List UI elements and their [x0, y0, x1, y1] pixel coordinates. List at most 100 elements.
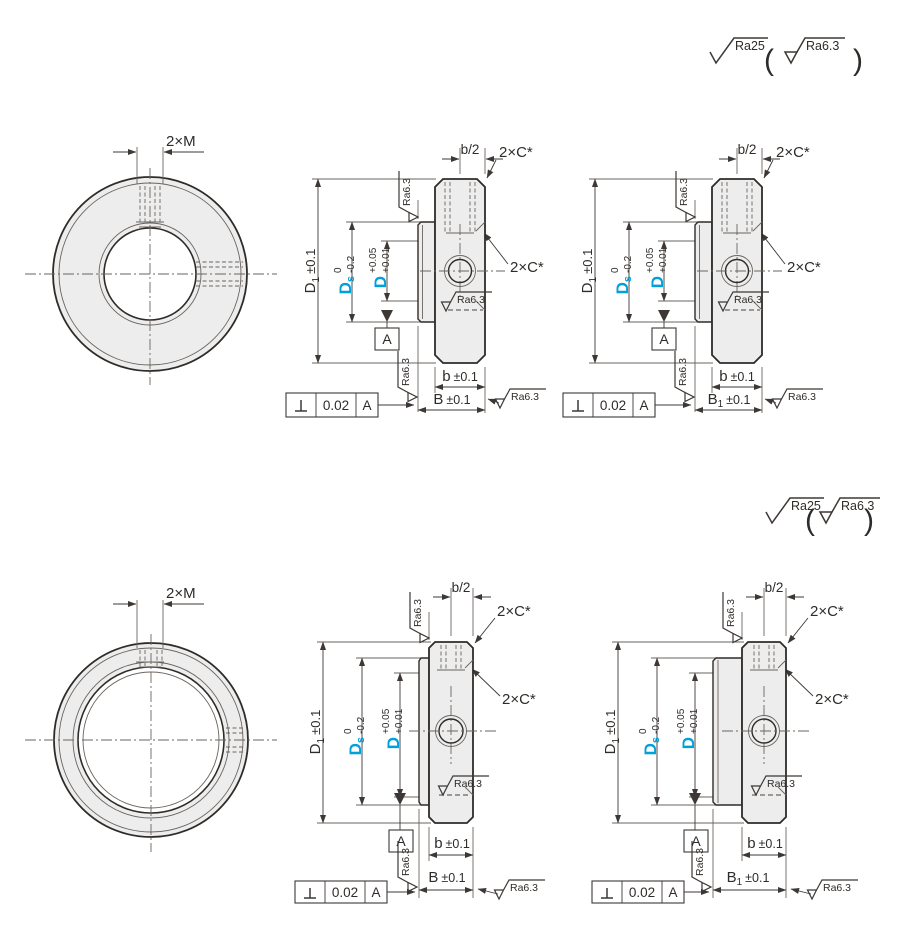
surface-note-top: ( ) — [709, 37, 863, 77]
collar-boss — [417, 221, 436, 323]
roughness-mark-side — [493, 879, 546, 900]
side-view-set-screw-b1: D1±0.1 Ds 0 -0.2 D +0.05 +0.01 A b/2 2×C… — [562, 142, 824, 418]
roughness-mark-face — [397, 350, 418, 403]
width-b-dimension: b±0.1 — [434, 368, 486, 391]
perpendicularity-frame: 0.02 A — [294, 880, 416, 904]
svg-text:D: D — [384, 737, 403, 749]
inner-chamfer-top — [752, 221, 763, 232]
svg-text:2×C*: 2×C* — [499, 144, 533, 161]
svg-text:2×C*: 2×C* — [815, 691, 849, 708]
tapped-hole-side — [196, 261, 243, 287]
svg-text:D: D — [679, 737, 698, 749]
half-width-dimension: b/2 — [442, 142, 503, 163]
svg-text:A: A — [371, 885, 380, 900]
svg-text:-0.2: -0.2 — [356, 716, 367, 734]
roughness-side-callout — [477, 879, 546, 900]
datum-a-flag: A — [683, 793, 709, 853]
chamfer-callout-top: 2×C* — [474, 603, 531, 644]
paren-close: ) — [853, 44, 863, 77]
width-b-dimension: b±0.1 — [741, 835, 787, 859]
svg-text:+0.01: +0.01 — [381, 247, 392, 273]
roughness-mark-face — [674, 350, 695, 403]
paren-open: ( — [764, 44, 774, 77]
width-b-dimension: b±0.1 — [428, 835, 474, 859]
svg-text:0: 0 — [638, 728, 649, 734]
collar-boss — [694, 221, 713, 323]
tapped-hole-top — [136, 147, 164, 228]
d1-label: D1±0.1 — [579, 249, 599, 294]
svg-text:b/2: b/2 — [765, 580, 784, 595]
half-width-dimension: b/2 — [433, 580, 491, 601]
centerlines — [25, 634, 277, 852]
tap-dimension: 2×M — [113, 133, 204, 156]
roughness-side-callout — [487, 388, 547, 409]
surface-note-bottom: ( ) — [765, 497, 881, 537]
svg-text:b±0.1: b±0.1 — [747, 835, 783, 852]
general-roughness-mark — [765, 497, 825, 524]
width-B-dimension: B±0.1 — [418, 869, 474, 894]
svg-text:A: A — [382, 331, 392, 347]
thread-hidden-lines — [437, 645, 465, 671]
perpendicularity-frame: 0.02 A — [285, 392, 415, 418]
svg-text:A: A — [668, 885, 677, 900]
svg-text:2×C*: 2×C* — [776, 144, 810, 161]
svg-text:2×C*: 2×C* — [787, 259, 821, 276]
svg-text:0.02: 0.02 — [629, 885, 655, 900]
perpendicularity-icon — [572, 400, 584, 412]
half-width-dimension: b/2 — [719, 142, 780, 163]
thread-hidden-lines — [721, 182, 753, 234]
d-label: D +0.05 +0.01 — [645, 247, 669, 288]
roughness-mark-side — [494, 388, 547, 409]
perpendicularity-frame: 0.02 A — [562, 392, 692, 418]
thread-hidden-lines — [444, 182, 476, 234]
svg-text:2×C*: 2×C* — [510, 259, 544, 276]
ds-label: Ds 0 -0.2 — [333, 255, 357, 294]
width-b-dimension: b±0.1 — [711, 368, 763, 391]
datum-a-flag: A — [374, 310, 400, 351]
d1-label: D1±0.1 — [302, 249, 322, 294]
collar-flange — [712, 657, 743, 806]
svg-text:A: A — [396, 833, 406, 849]
svg-text:b/2: b/2 — [738, 142, 757, 157]
inner-chamfer-top — [475, 221, 486, 232]
svg-text:b±0.1: b±0.1 — [434, 835, 470, 852]
width-B-dimension: B±0.1 — [417, 391, 486, 414]
front-view-set-screw-collar: 2×M — [25, 133, 277, 385]
svg-text:B±0.1: B±0.1 — [433, 391, 470, 408]
thread-hidden-lines — [750, 645, 778, 671]
svg-text:D: D — [648, 276, 667, 288]
svg-text:+0.05: +0.05 — [368, 247, 379, 273]
centerlines — [25, 168, 277, 385]
ds-label: Ds 0 -0.2 — [638, 716, 662, 755]
d-label: D +0.05 +0.01 — [368, 247, 392, 288]
svg-text:+0.01: +0.01 — [658, 247, 669, 273]
tapped-hole-side — [226, 727, 245, 753]
perpendicularity-icon — [295, 400, 307, 412]
svg-text:0: 0 — [610, 267, 621, 273]
svg-text:b/2: b/2 — [461, 142, 480, 157]
extension-lines — [317, 588, 474, 898]
svg-text:D1±0.1: D1±0.1 — [302, 249, 322, 294]
svg-text:Ds: Ds — [641, 737, 662, 755]
roughness-mark-side — [806, 879, 859, 900]
svg-text:0.02: 0.02 — [323, 398, 349, 413]
svg-text:D1±0.1: D1±0.1 — [602, 710, 622, 755]
side-view-compact-b: D1±0.1 Ds 0 -0.2 D +0.05 +0.01 A b/2 2×C… — [294, 580, 546, 904]
svg-text:0.02: 0.02 — [332, 885, 358, 900]
svg-text:+0.05: +0.05 — [676, 708, 687, 734]
roughness-mark-boss — [722, 591, 743, 644]
svg-text:b±0.1: b±0.1 — [442, 368, 478, 385]
collar-flange — [418, 657, 430, 806]
datum-a-flag: A — [388, 793, 414, 853]
half-width-dimension: b/2 — [746, 580, 804, 601]
svg-text:D1±0.1: D1±0.1 — [307, 710, 327, 755]
svg-text:+0.05: +0.05 — [381, 708, 392, 734]
chamfer-callout-top: 2×C* — [763, 144, 810, 179]
svg-text:A: A — [639, 398, 648, 413]
inner-chamfer-top — [777, 659, 787, 669]
svg-text:-0.2: -0.2 — [346, 255, 357, 273]
tap-label: 2×M — [166, 133, 196, 150]
svg-text:2×C*: 2×C* — [810, 603, 844, 620]
